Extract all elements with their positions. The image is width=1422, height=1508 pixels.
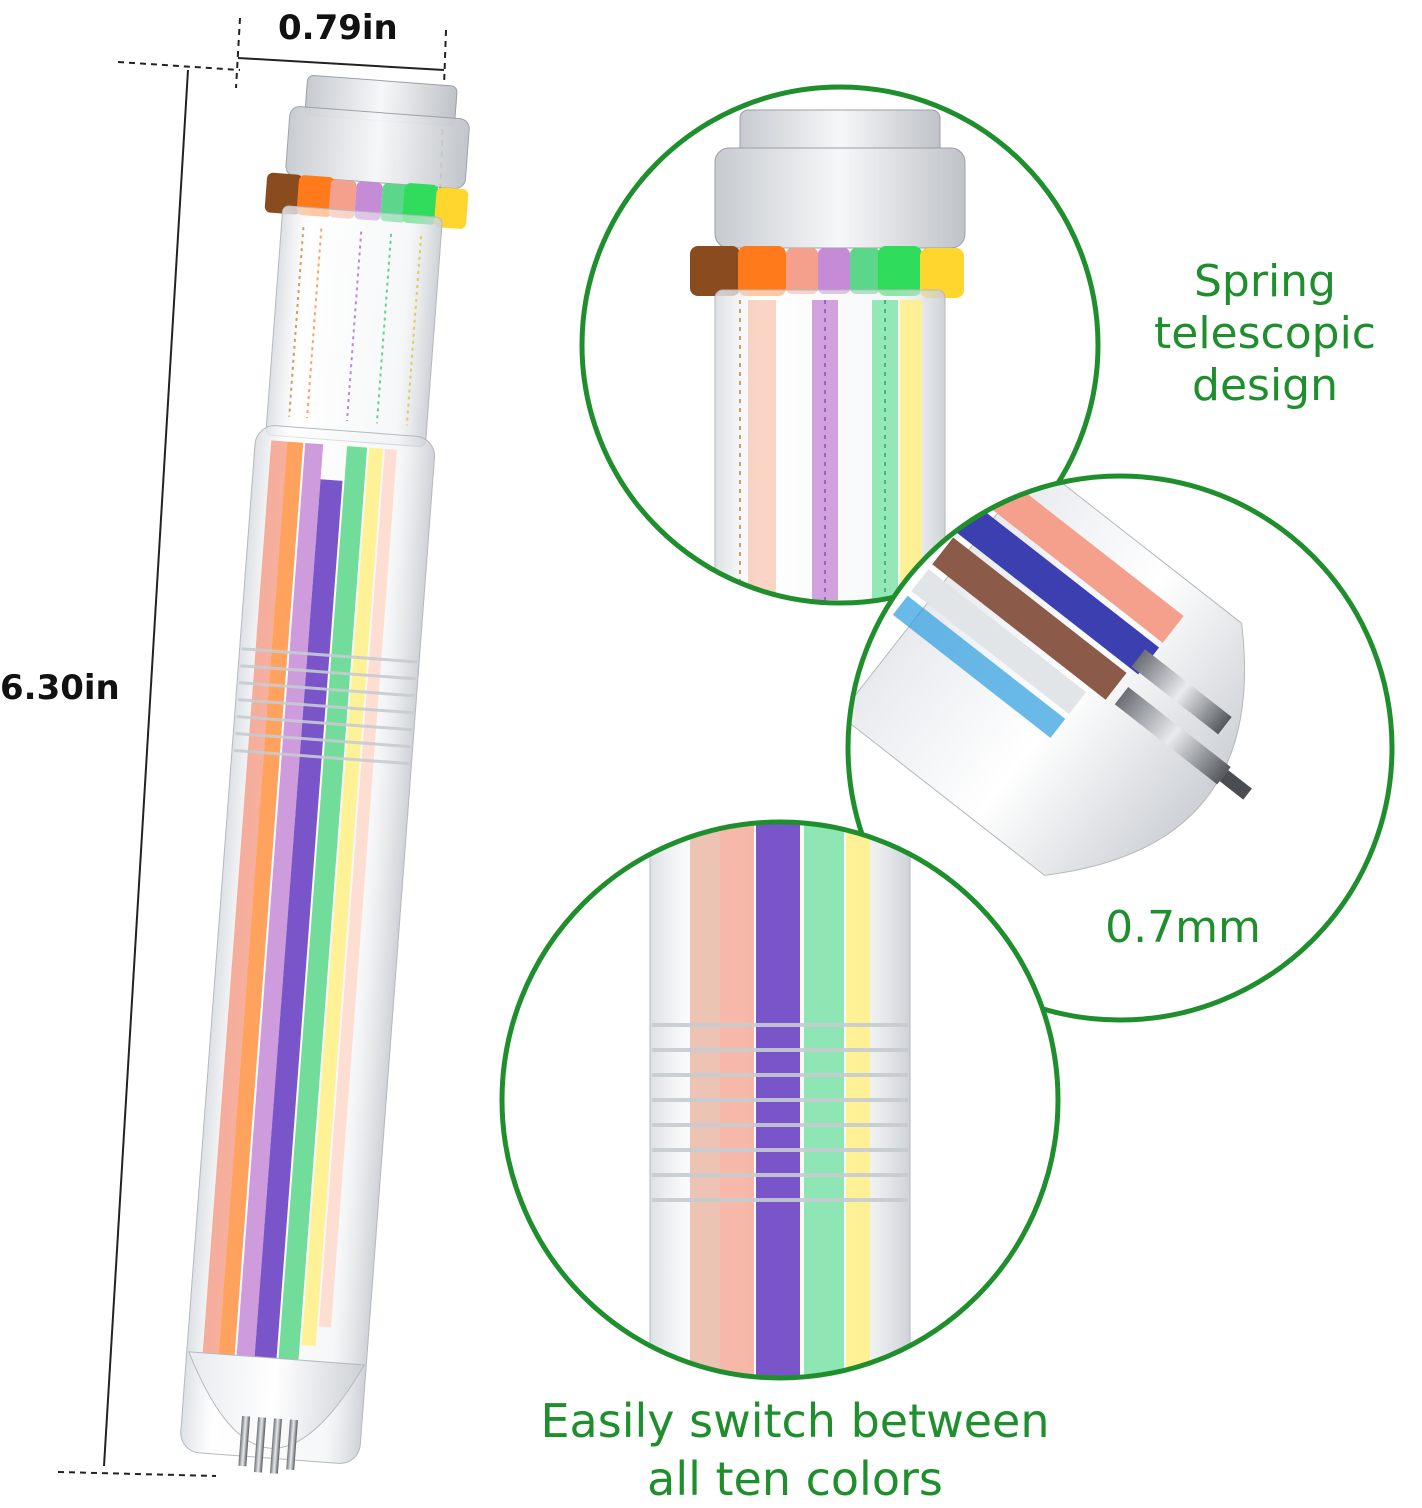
tip-size-callout: 0.7mm — [1105, 902, 1261, 953]
detail-circle-tip — [845, 473, 1395, 1023]
detail-circle-grip — [499, 819, 1061, 1381]
dimension-lines — [57, 17, 447, 1477]
switch-colors-callout: Easily switch between all ten colors — [530, 1392, 1060, 1508]
main-pen — [180, 75, 470, 1474]
color-sliders — [264, 172, 469, 229]
switch-callout-line2: all ten colors — [647, 1452, 943, 1506]
length-dimension-label: 6.30in — [0, 668, 120, 708]
spring-callout-line2: telescopic — [1154, 308, 1376, 359]
spring-callout-line1: Spring — [1194, 256, 1336, 307]
switch-callout-line1: Easily switch between — [540, 1394, 1050, 1448]
spring-callout: Spring telescopic design — [1140, 256, 1390, 412]
spring-callout-line3: design — [1192, 360, 1338, 411]
width-dimension-label: 0.79in — [278, 8, 398, 48]
refills — [202, 440, 397, 1419]
